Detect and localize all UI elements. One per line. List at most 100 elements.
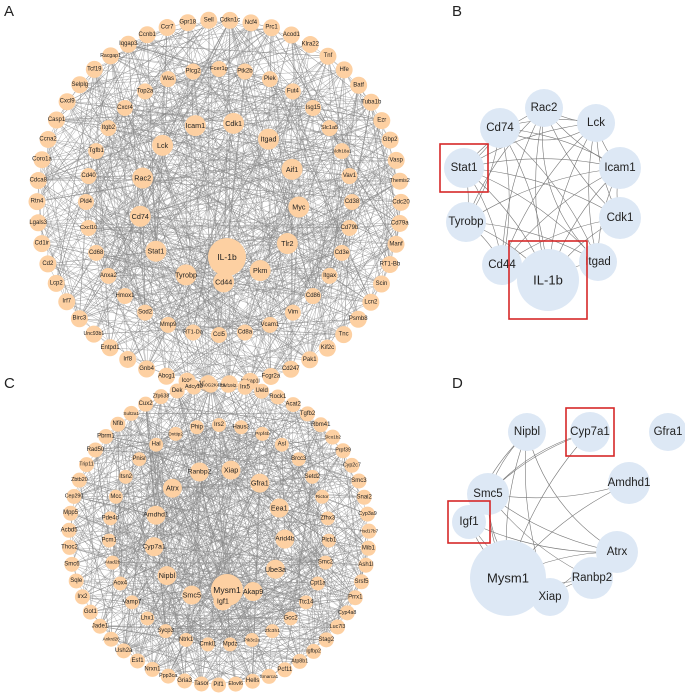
network-edge <box>152 602 307 670</box>
gene-label-acod1: Acod1 <box>283 32 301 38</box>
network-edge <box>588 122 599 263</box>
network-edge <box>269 44 311 325</box>
gene-node-abcg1 <box>157 367 175 385</box>
network-edge <box>153 546 270 677</box>
gene-node-plcb1 <box>321 533 336 548</box>
network-edge <box>127 270 261 360</box>
gene-label-smarca1: Smarca1 <box>260 674 279 679</box>
network-edge <box>128 44 230 384</box>
network-edge <box>109 540 307 603</box>
network-edge <box>82 444 282 598</box>
network-edge <box>73 496 253 682</box>
network-edge <box>38 222 187 276</box>
gene-label-cdc20: Cdc20 <box>392 199 410 205</box>
gene-node-lck <box>152 134 174 156</box>
gene-label-ptk2b: Ptk2b <box>237 69 253 75</box>
gene-node-zfp638 <box>153 389 169 405</box>
network-edge <box>201 612 348 685</box>
gene-label-birc3: Birc3 <box>73 316 87 322</box>
network-edge <box>191 444 282 596</box>
gene-label-vav1: Vav1 <box>343 173 357 179</box>
network-edge <box>96 252 224 283</box>
network-edge <box>86 385 229 465</box>
network-edge <box>117 424 126 477</box>
gene-node-zbtb20 <box>71 472 87 488</box>
network-edge <box>71 564 121 584</box>
gene-node-gria3 <box>177 673 193 689</box>
network-edge <box>127 20 231 360</box>
network-edge <box>41 159 80 319</box>
gene-label-aldh18a1: Aldh18a1 <box>332 149 352 154</box>
gene-node-prpf4b <box>255 426 270 441</box>
gene-node-pld4 <box>78 194 94 210</box>
gene-label-ush2a: Ush2a <box>115 648 133 654</box>
network-edge <box>201 597 356 685</box>
network-edge <box>82 589 228 598</box>
gene-node-pik3c2a <box>244 632 259 647</box>
gene-node-cdk1 <box>223 112 245 134</box>
gene-label-ccl5: Ccl5 <box>213 332 226 338</box>
network-edge <box>155 444 231 645</box>
network-edge <box>155 515 291 619</box>
gene-node-dek <box>169 383 185 399</box>
network-edge <box>117 424 300 662</box>
network-edge <box>70 513 121 584</box>
network-edge <box>284 538 356 598</box>
gene-node-itgax <box>321 267 338 284</box>
gene-label-irx5: Irx5 <box>240 384 251 390</box>
network-edge <box>187 22 230 384</box>
gene-label-dek: Dek <box>172 388 184 394</box>
gene-node-pcf11 <box>277 662 293 678</box>
gene-label-prpf4b: Prpf4b <box>255 431 270 437</box>
gene-label-cxcl10: Cxcl10 <box>80 225 97 231</box>
gene-label-cd86: Cd86 <box>306 293 321 299</box>
network-edge <box>111 436 333 640</box>
network-edge <box>79 459 299 481</box>
network-edge <box>110 55 272 377</box>
gene-node-atrx <box>162 478 182 498</box>
gene-label-itgad: Itgad <box>585 256 611 268</box>
gene-node-entpd1 <box>101 339 119 357</box>
gene-label-tnf: Tnf <box>324 53 333 59</box>
network-edge <box>268 651 314 677</box>
network-edge <box>261 391 368 515</box>
gene-node-ptk2b <box>236 63 253 80</box>
network-edge <box>109 387 246 541</box>
network-edge <box>38 180 271 377</box>
gene-label-mysm1: Mysm1 <box>487 571 529 586</box>
network-edge <box>192 102 372 333</box>
network-edge <box>117 396 162 425</box>
network-edge <box>320 424 328 519</box>
gene-label-pif1: Pif1 <box>213 682 224 688</box>
gene-label-pak1: Pak1 <box>303 357 317 363</box>
gene-label-lgals3: Lgals3 <box>29 220 47 226</box>
gene-node-ush2a <box>116 643 132 659</box>
network-edge <box>69 530 338 628</box>
network-edge <box>41 44 129 244</box>
network-edge <box>120 583 223 602</box>
network-edge <box>281 436 333 445</box>
gene-label-cd74: Cd74 <box>132 212 149 221</box>
network-edge <box>139 413 308 460</box>
gene-label-rictor: Rictor <box>316 494 329 500</box>
gene-label-gpr18: Gpr18 <box>179 20 196 26</box>
network-edge <box>196 427 254 592</box>
gene-label-lck: Lck <box>587 117 605 129</box>
gene-label-pcf11: Pcf11 <box>277 667 293 673</box>
gene-node-itgad <box>579 243 617 281</box>
gene-label-asl: Asl <box>278 442 286 448</box>
gene-node-ppp3ca <box>160 668 176 684</box>
gene-label-tgfb1: Tgfb1 <box>88 148 104 154</box>
gene-node-selplg <box>71 76 89 94</box>
gene-label-arid4b: Arid4b <box>275 536 295 543</box>
gene-node-rock1 <box>270 389 286 405</box>
gene-label-itgad: Itgad <box>260 135 276 144</box>
gene-node-aldh18a1 <box>333 143 350 160</box>
network-edge <box>260 175 350 271</box>
network-edge <box>191 476 313 596</box>
gene-label-rt1-bb: RT1-Bb <box>380 262 401 268</box>
gene-label-nrxn1: Nrxn1 <box>144 666 161 672</box>
gene-label-mpp5: Mpp5 <box>63 510 79 516</box>
network-edge <box>96 71 194 152</box>
network-edge <box>389 202 402 265</box>
